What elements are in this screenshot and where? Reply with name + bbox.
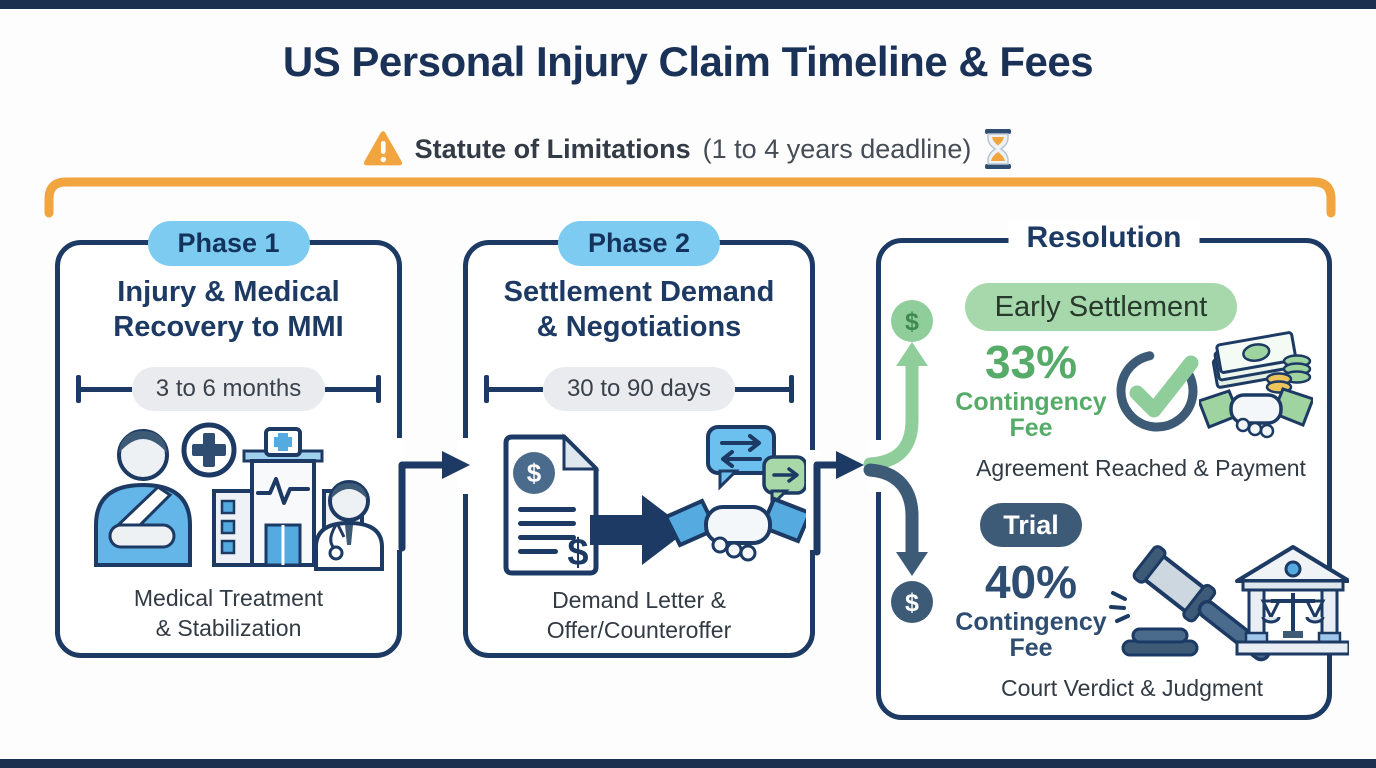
resolution-title: Resolution: [1008, 221, 1200, 255]
negotiation-handshake-icon: [666, 425, 810, 562]
injured-patient-icon: [94, 429, 192, 567]
arrow-phase2-to-resolution: [813, 451, 864, 556]
warning-icon: [363, 131, 402, 166]
trial-caption: Court Verdict & Judgment: [1000, 675, 1264, 701]
payment-handshake-icon: [1199, 331, 1313, 439]
arrow-phase1-to-phase2: [398, 451, 470, 552]
settlement-fee: 33% Contingency Fee: [921, 339, 1141, 442]
phase1-duration-timeline: 3 to 6 months: [76, 365, 382, 413]
forward-arrow-icon: [590, 495, 688, 565]
phase2-duration-pill: 30 to 90 days: [542, 367, 736, 411]
timeline-line: [325, 386, 377, 392]
trial-fee-label: Contingency Fee: [921, 609, 1141, 662]
bottom-border-bar: [0, 759, 1376, 768]
phase1-caption: Medical Treatment & Stabilization: [60, 583, 397, 644]
medical-cross-icon: [181, 422, 237, 478]
statute-of-limitations-banner: Statute of Limitations (1 to 4 years dea…: [0, 126, 1376, 172]
demand-letter-icon: $ $: [503, 433, 600, 576]
timeline-line: [81, 386, 132, 392]
settlement-caption: Agreement Reached & Payment: [976, 455, 1306, 481]
statute-deadline: (1 to 4 years deadline): [702, 133, 972, 164]
check-circle-icon: [1116, 350, 1199, 432]
phase1-badge: Phase 1: [147, 221, 310, 266]
phase2-caption-line2: Offer/Counteroffer: [546, 617, 732, 644]
timeline-tick-right: [789, 375, 795, 403]
early-settlement-badge: Early Settlement: [965, 283, 1237, 331]
top-border-bar: [0, 0, 1376, 9]
timeline-tick-right: [376, 375, 382, 403]
statute-label: Statute of Limitations: [414, 133, 691, 164]
phase1-title: Injury & Medical Recovery to MMI: [60, 275, 397, 345]
phase1-title-line2: Recovery to MMI: [113, 310, 344, 343]
timeline-line: [489, 386, 543, 392]
hourglass-icon: [985, 129, 1012, 169]
resolution-panel: Resolution Early Settlement 33% Continge…: [876, 221, 1349, 720]
doctor-icon: [314, 480, 384, 571]
settlement-fee-line1: Contingency: [955, 388, 1107, 416]
phase1-title-line1: Injury & Medical: [117, 276, 340, 308]
settlement-fee-label: Contingency Fee: [921, 389, 1141, 442]
phase1-duration-pill: 3 to 6 months: [131, 367, 326, 411]
trial-fee-line1: Contingency: [955, 608, 1107, 636]
phase1-caption-line1: Medical Treatment: [133, 585, 324, 611]
phase2-caption-line1: Demand Letter &: [552, 587, 726, 613]
timeline-line: [735, 386, 790, 392]
settlement-fee-line2: Fee: [1009, 414, 1053, 443]
phase1-panel: Phase 1 Injury & Medical Recovery to MMI…: [55, 221, 402, 658]
letter-dollar-glyph: $: [527, 458, 542, 488]
trial-badge: Trial: [980, 503, 1082, 547]
phase2-caption: Demand Letter & Offer/Counteroffer: [468, 585, 810, 646]
letter-dollar-glyph: $: [567, 532, 588, 574]
phase2-panel: Phase 2 Settlement Demand & Negotiations…: [463, 221, 815, 658]
settlement-fee-percent: 33%: [984, 336, 1078, 388]
phase2-duration-timeline: 30 to 90 days: [484, 365, 795, 413]
courthouse-icon: [1235, 545, 1349, 656]
timeline-tick-left: [484, 375, 489, 403]
phase2-badge: Phase 2: [557, 221, 721, 266]
trial-fee-line2: Fee: [1009, 634, 1053, 663]
trial-fee-percent: 40%: [984, 556, 1078, 608]
phase1-caption-line2: & Stabilization: [155, 615, 302, 642]
trial-fee: 40% Contingency Fee: [921, 559, 1141, 662]
page-title: US Personal Injury Claim Timeline & Fees: [282, 38, 1094, 85]
phase2-title-line1: Settlement Demand: [503, 276, 775, 308]
timeline-tick-left: [76, 375, 81, 403]
phase2-title: Settlement Demand & Negotiations: [468, 275, 810, 345]
phase2-title-line2: & Negotiations: [536, 310, 742, 343]
gavel-courthouse-icons: [1109, 545, 1349, 662]
